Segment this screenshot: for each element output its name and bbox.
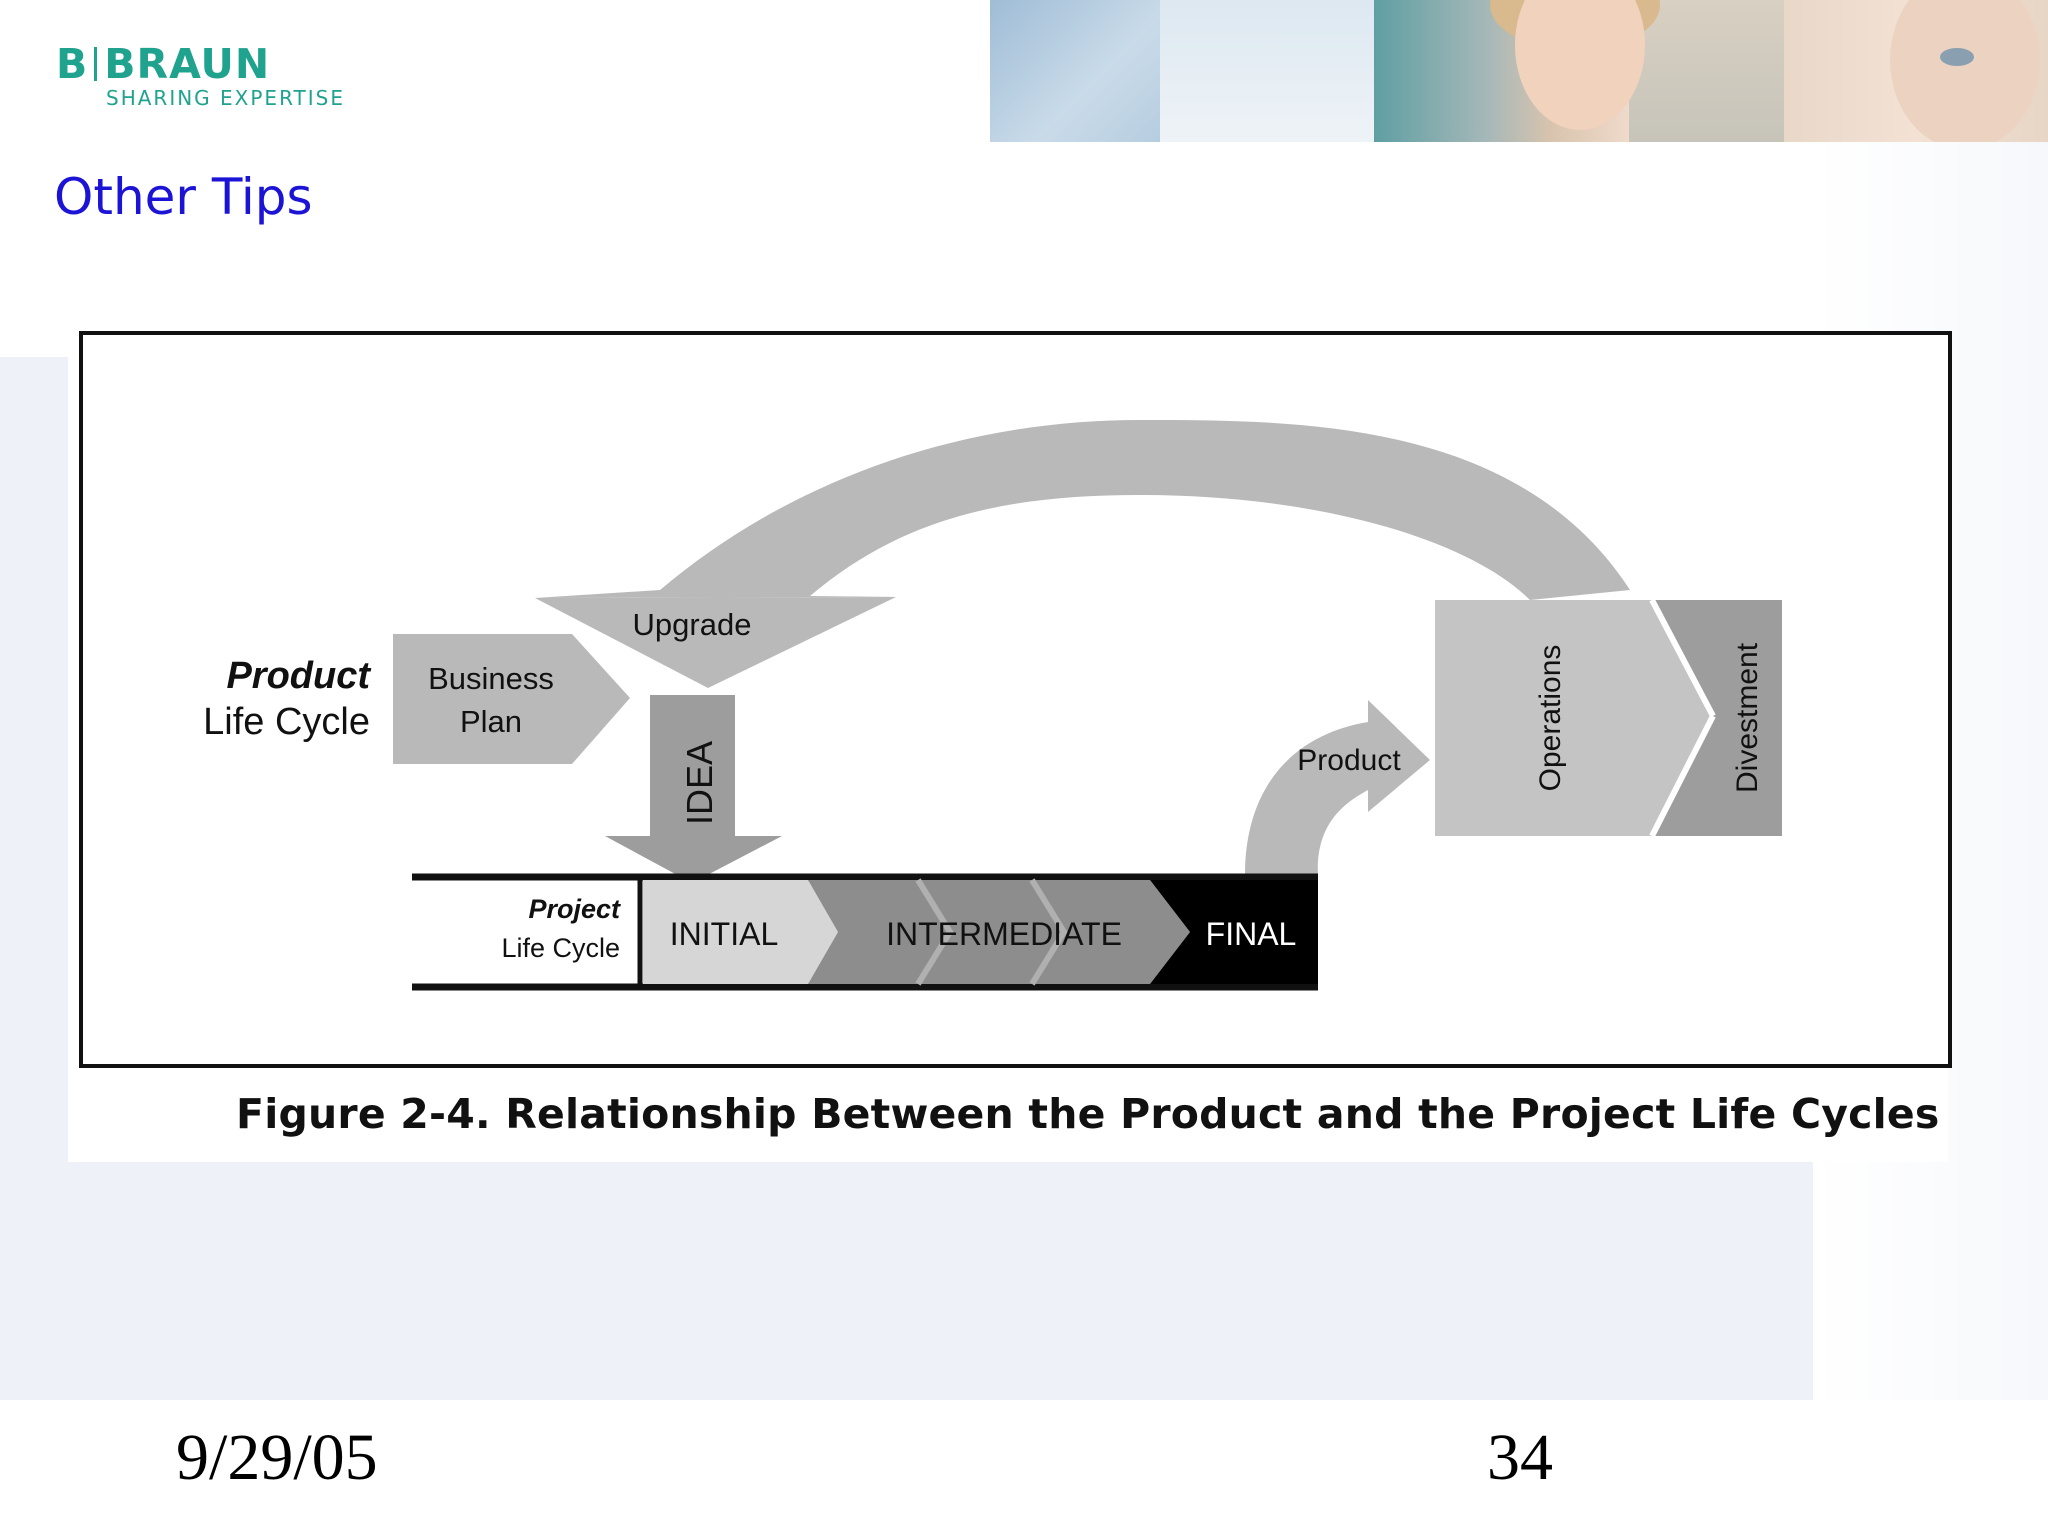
bbraun-logo: B BRAUN SHARING EXPERTISE (56, 40, 345, 110)
background-band-bottom (0, 1160, 1813, 1400)
product-life-cycle-label-2: Life Cycle (203, 701, 370, 743)
logo-wordmark: B BRAUN (56, 40, 345, 88)
banner-person-face (1515, 0, 1645, 130)
upgrade-label: Upgrade (633, 607, 752, 642)
project-life-cycle-label-1: Project (528, 894, 621, 924)
intermediate-chevron-1 (915, 878, 954, 986)
operations-divider-lower (1649, 714, 1716, 838)
phase-final-label: FINAL (1206, 916, 1297, 952)
phase-final-block (1150, 880, 1318, 984)
figure-caption: Figure 2-4. Relationship Between the Pro… (236, 1090, 1940, 1138)
banner-panel-1 (990, 0, 1160, 142)
banner-eye (1940, 48, 1974, 66)
business-plan-label-2: Plan (460, 704, 522, 739)
header-photo-banner (990, 0, 2048, 142)
divestment-label: Divestment (1731, 642, 1764, 793)
logo-letter-b: B (56, 40, 89, 88)
operations-divider (1649, 598, 1716, 718)
phase-intermediate-block (808, 880, 1190, 984)
banner-panel-4 (1629, 0, 1784, 142)
phase-initial-label: INITIAL (670, 916, 778, 952)
phase-initial-block (643, 880, 838, 984)
intermediate-chevron-2 (1029, 878, 1068, 986)
banner-panel-2 (1160, 0, 1374, 142)
logo-tagline: SHARING EXPERTISE (106, 86, 345, 110)
upgrade-arrow (535, 597, 896, 688)
feedback-arc-arrow (535, 420, 1630, 600)
project-life-cycle-label-2: Life Cycle (501, 933, 620, 963)
logo-separator (94, 47, 98, 81)
idea-arrow (605, 695, 782, 883)
idea-label: IDEA (679, 741, 720, 825)
banner-person-face-2 (1890, 0, 2040, 142)
logo-word-braun: BRAUN (104, 40, 271, 88)
business-plan-label-1: Business (428, 661, 554, 696)
slide-title: Other Tips (54, 168, 313, 226)
product-life-cycle-label-1: Product (226, 655, 371, 697)
footer-page-number: 34 (1487, 1421, 1553, 1494)
operations-block (1435, 600, 1713, 836)
phase-intermediate-label: INTERMEDIATE (886, 916, 1122, 952)
operations-label: Operations (1534, 645, 1567, 792)
footer-date: 9/29/05 (176, 1421, 378, 1494)
business-plan-arrow (393, 634, 630, 764)
product-arrow-label: Product (1297, 744, 1401, 777)
product-arrow (1245, 700, 1430, 875)
